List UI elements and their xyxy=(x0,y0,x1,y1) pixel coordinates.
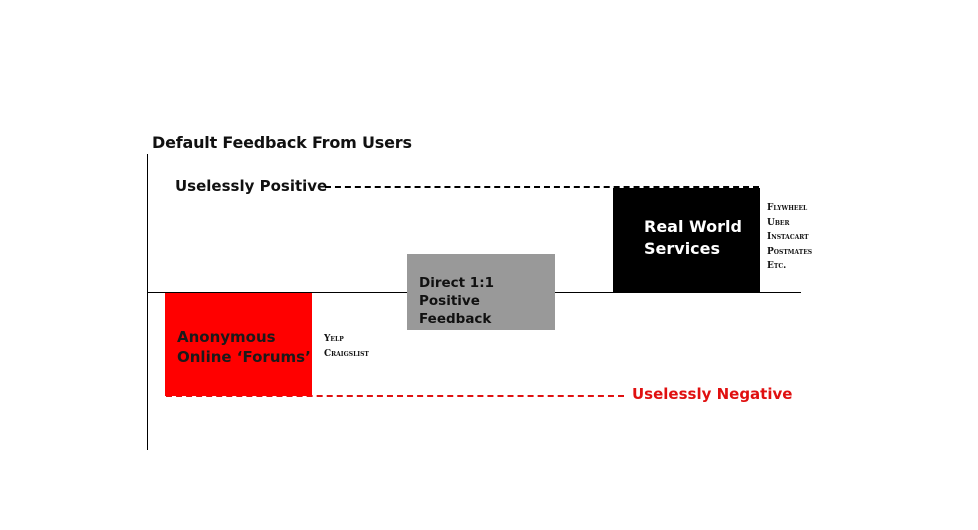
service-examples-list: Flywheel Uber Instacart Postmates Etc. xyxy=(767,201,812,274)
diagram-title: Default Feedback From Users xyxy=(152,133,412,152)
uselessly-negative-label: Uselessly Negative xyxy=(632,385,793,403)
services-label-line2: Services xyxy=(644,239,721,259)
forums-box-label: Anonymous Online ‘Forums’ xyxy=(177,327,311,368)
direct-box-label: Direct 1:1 Positive Feedback xyxy=(419,274,555,329)
forums-label-line2: Online ‘Forums’ xyxy=(177,348,311,367)
service-example-item: Etc. xyxy=(767,261,787,271)
service-example-item: Uber xyxy=(767,217,790,228)
forum-examples-list: Yelp Craigslist xyxy=(324,332,369,361)
services-label-line1: Real World xyxy=(644,217,742,236)
service-example-item: Instacart xyxy=(767,232,809,242)
service-example-item: Flywheel xyxy=(767,203,808,213)
uselessly-positive-label: Uselessly Positive xyxy=(175,177,328,195)
forum-example-item: Craigslist xyxy=(324,348,369,359)
negative-dashed-line xyxy=(166,395,624,397)
real-world-services-box: Real World Services xyxy=(613,188,760,292)
direct-label-line2: Positive Feedback xyxy=(419,293,492,328)
services-box-label: Real World Services xyxy=(644,216,742,261)
vertical-axis xyxy=(147,154,148,450)
positive-dashed-line xyxy=(325,186,759,188)
anonymous-forums-box: Anonymous Online ‘Forums’ xyxy=(165,293,312,396)
forums-label-line1: Anonymous xyxy=(177,328,276,346)
direct-feedback-box: Direct 1:1 Positive Feedback xyxy=(407,254,555,330)
forum-example-item: Yelp xyxy=(324,334,344,344)
service-example-item: Postmates xyxy=(767,246,813,257)
direct-label-line1: Direct 1:1 xyxy=(419,275,494,291)
